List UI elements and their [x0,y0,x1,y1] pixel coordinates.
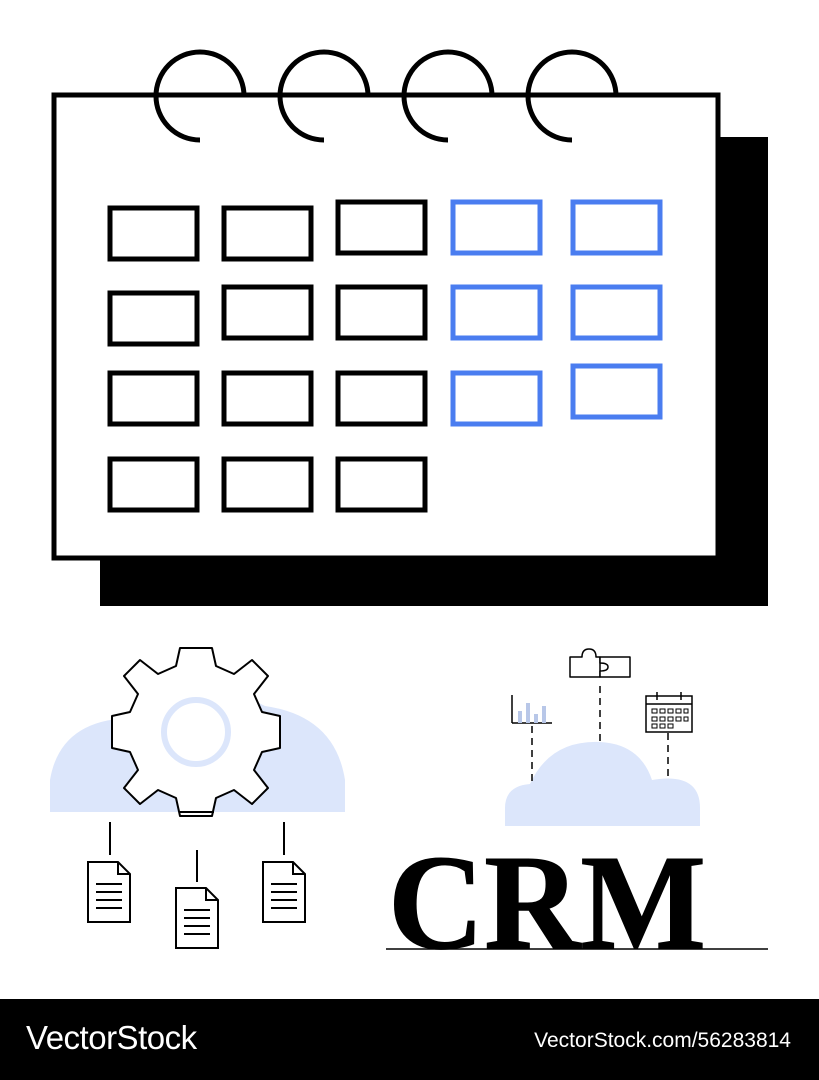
calendar-ring [277,49,371,143]
calendar-day [107,290,200,347]
dashed-connectors [531,686,669,782]
document-icon [87,861,131,923]
footer-bar: VectorStock VectorStock.com/56283814 [0,999,819,1080]
cloud-gear-group [50,647,345,949]
calendar-day-highlighted [570,284,663,341]
calendar-day [335,456,428,513]
calendar-day-highlighted [450,199,543,256]
calendar-day-highlighted [450,370,543,427]
calendar-day-highlighted [570,363,663,420]
bar-chart-icon [511,695,552,724]
calendar-day [221,284,314,341]
calendar-day [221,205,314,262]
calendar-day [107,456,200,513]
calendar-page [51,92,721,561]
calendar-day [221,370,314,427]
calendar-day-highlighted [450,284,543,341]
calendar-ring [153,49,247,143]
calendar-day [335,199,428,256]
calendar-day [335,284,428,341]
crm-group: CRM [386,648,768,979]
illustration: CRM [50,49,768,979]
document-icon [262,861,306,923]
puzzle-icon [569,648,631,678]
calendar-rings [153,49,619,143]
calendar-day [107,370,200,427]
cloud-icon [505,741,700,826]
calendar-day [107,205,200,262]
connector-lines [109,811,285,882]
brand-name: VectorStock [26,1019,197,1056]
calendar-ring [525,49,619,143]
calendar-ring [401,49,495,143]
calendar-day [221,456,314,513]
calendar-day [335,370,428,427]
document-icon [175,887,219,949]
calendar-days [107,199,663,513]
stock-id: VectorStock.com/56283814 [534,1029,791,1052]
calendar-small-icon [645,692,693,733]
crm-text: CRM [388,828,706,978]
gear-icon [111,647,281,817]
calendar-day-highlighted [570,199,663,256]
calendar-icon [51,49,768,606]
